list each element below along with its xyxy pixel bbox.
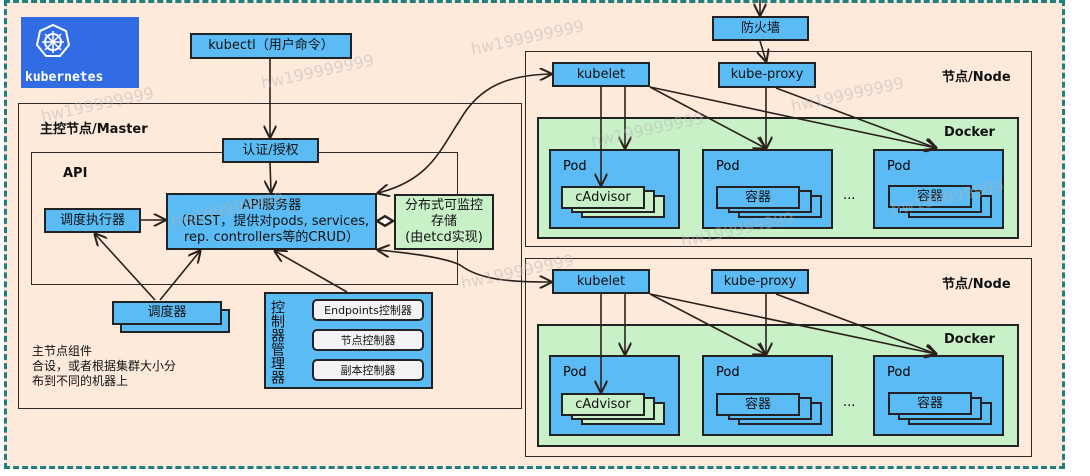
node2-kubelet-label: kubelet: [576, 273, 626, 289]
cadvisor-label: cAdvisor: [575, 189, 631, 205]
container-label: 容器: [744, 396, 771, 412]
kubectl-box[interactable]: kubectl（用户命令）: [190, 33, 352, 59]
master-note-line2: 合设，或者根据集群大小分: [32, 359, 177, 373]
node2-kube-proxy-label: kube-proxy: [723, 273, 797, 289]
endpoints-controller[interactable]: Endpoints控制器: [312, 299, 424, 321]
scheduler-to-api: [159, 251, 200, 301]
pod-label: Pod: [563, 365, 587, 380]
auth-label: 认证/授权: [242, 142, 299, 158]
pod-label: Pod: [887, 365, 911, 380]
etcd-line2: 存储: [430, 214, 457, 229]
node1-kubelet[interactable]: kubelet: [552, 62, 650, 87]
master-note-line3: 布到不同的机器上: [32, 374, 129, 388]
node2-container: [525, 258, 1032, 457]
auth-box[interactable]: 认证/授权: [222, 138, 319, 163]
node2-ellipsis: ...: [843, 395, 856, 410]
node2-kube-proxy[interactable]: kube-proxy: [711, 269, 809, 294]
controller-manager-box[interactable]: 控制器管理器 Endpoints控制器 节点控制器 副本控制器: [264, 292, 433, 389]
pod-label: Pod: [887, 159, 911, 174]
replica-controller[interactable]: 副本控制器: [312, 359, 424, 381]
api-server-line1: API服务器: [241, 197, 302, 213]
master-title: 主控节点/Master: [40, 122, 148, 137]
controller-manager-label: 控制器管理器: [269, 300, 285, 384]
node2-pod2-container[interactable]: 容器: [716, 393, 800, 416]
node1-kube-proxy-label: kube-proxy: [730, 67, 804, 82]
node2-kubelet[interactable]: kubelet: [552, 269, 650, 294]
pod-label: Pod: [716, 159, 740, 174]
firewall-to-proxy: [760, 40, 766, 61]
api-kubelet-node2: [378, 250, 551, 282]
scheduler-label: 调度器: [147, 305, 187, 320]
controller-to-api: [275, 251, 348, 293]
auth-to-api: [270, 162, 271, 192]
endpoints-controller-label: Endpoints控制器: [324, 304, 412, 317]
firewall-label: 防火墙: [740, 20, 780, 36]
helm-wheel-icon: [35, 23, 71, 57]
node2-pod3-container[interactable]: 容器: [888, 392, 972, 415]
api-server-line2: （REST，提供对pods, services,: [173, 213, 370, 229]
pod-label: Pod: [563, 159, 587, 174]
scheduler-executor-box[interactable]: 调度执行器: [44, 208, 141, 233]
master-note: 主节点组件 合设，或者根据集群大小分 布到不同的机器上: [32, 344, 176, 389]
node2-docker-title: Docker: [944, 332, 995, 347]
node1-docker-title: Docker: [944, 125, 995, 140]
container-label: 容器: [916, 188, 943, 204]
node1-title: 节点/Node: [942, 70, 1011, 85]
node2-cadvisor[interactable]: cAdvisor: [561, 393, 645, 416]
firewall-box[interactable]: 防火墙: [712, 16, 809, 41]
kubernetes-logo: kubernetes: [21, 17, 139, 88]
logo-text: kubernetes: [25, 70, 104, 85]
etcd-line3: (由etcd实现): [405, 230, 483, 245]
kubectl-label: kubectl（用户命令）: [208, 38, 334, 53]
cadvisor-label: cAdvisor: [575, 396, 631, 412]
scheduler-executor-label: 调度执行器: [59, 212, 125, 228]
api-server-box[interactable]: API服务器 （REST，提供对pods, services, rep. con…: [166, 193, 377, 250]
api-kubelet-node1: [378, 74, 551, 193]
node1-ellipsis: ...: [843, 188, 856, 203]
scheduler-to-executor: [95, 234, 156, 301]
container-label: 容器: [916, 395, 943, 411]
api-title: API: [63, 166, 88, 181]
node1-kubelet-label: kubelet: [576, 66, 626, 82]
replica-controller-label: 副本控制器: [340, 364, 396, 377]
etcd-storage-box[interactable]: 分布式可监控 存储 (由etcd实现): [394, 194, 494, 250]
etcd-line1: 分布式可监控: [404, 198, 483, 213]
api-server-line3: rep. controllers等的CRUD）: [184, 229, 359, 245]
node-controller-label: 节点控制器: [340, 334, 396, 347]
node2-title: 节点/Node: [942, 277, 1011, 292]
master-note-line1: 主节点组件: [32, 344, 93, 358]
container-label: 容器: [744, 189, 771, 205]
node1-pod3-container[interactable]: 容器: [888, 185, 972, 208]
node1-pod2-container[interactable]: 容器: [716, 186, 800, 209]
node-controller[interactable]: 节点控制器: [312, 329, 424, 351]
scheduler-box[interactable]: 调度器: [112, 301, 222, 325]
node1-cadvisor[interactable]: cAdvisor: [561, 186, 645, 209]
pod-label: Pod: [716, 365, 740, 380]
